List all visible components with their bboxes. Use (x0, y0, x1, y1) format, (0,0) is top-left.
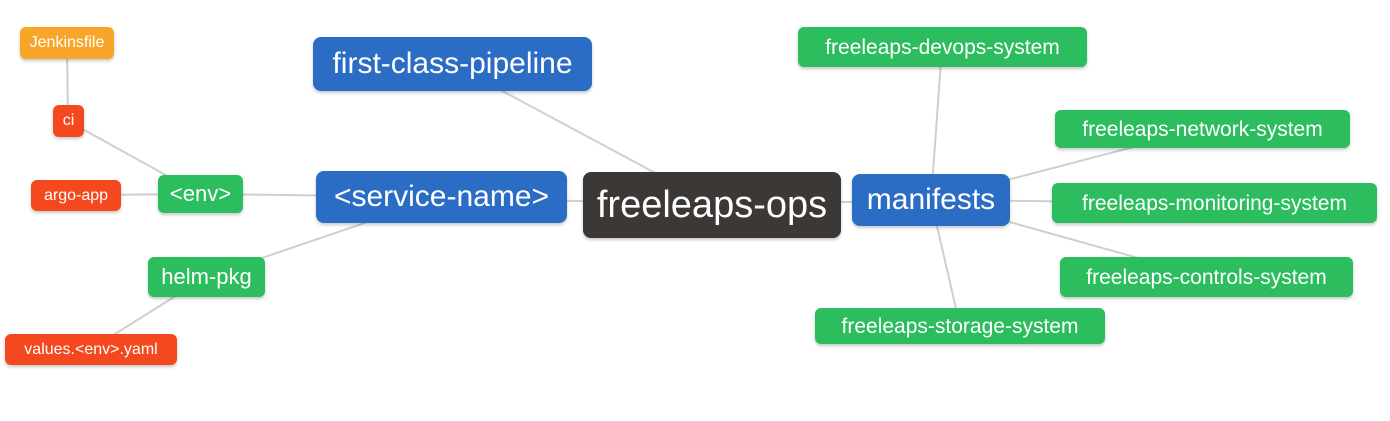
node-argo-app[interactable]: argo-app (31, 180, 121, 211)
node-freeleaps-controls-system[interactable]: freeleaps-controls-system (1060, 257, 1353, 297)
node-helm-pkg[interactable]: helm-pkg (148, 257, 265, 297)
node-values-env-yaml[interactable]: values.<env>.yaml (5, 334, 177, 365)
node-freeleaps-network-system[interactable]: freeleaps-network-system (1055, 110, 1350, 148)
node-freeleaps-devops-system[interactable]: freeleaps-devops-system (798, 27, 1087, 67)
node-freeleaps-storage-system[interactable]: freeleaps-storage-system (815, 308, 1105, 344)
node-first-class-pipeline[interactable]: first-class-pipeline (313, 37, 592, 91)
node-freeleaps-monitoring-system[interactable]: freeleaps-monitoring-system (1052, 183, 1377, 223)
node-freeleaps-ops[interactable]: freeleaps-ops (583, 172, 841, 238)
node-jenkinsfile[interactable]: Jenkinsfile (20, 27, 114, 59)
node-manifests[interactable]: manifests (852, 174, 1010, 226)
node-env[interactable]: <env> (158, 175, 243, 213)
node-service-name[interactable]: <service-name> (316, 171, 567, 223)
node-ci[interactable]: ci (53, 105, 84, 137)
